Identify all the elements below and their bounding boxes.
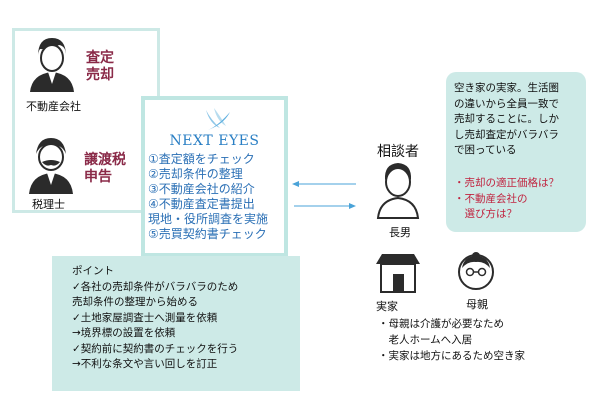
- concerns-list: ・売却の適正価格は？ ・不動産会社の 選び方は？: [454, 176, 559, 223]
- situation-note: ・母親は介護が必要なため: [378, 318, 504, 330]
- situation-line: の違いから全員一致で: [454, 97, 559, 110]
- mother-icon: [458, 252, 494, 290]
- tax-roles: 譲渡税 申告: [84, 152, 126, 186]
- next-eyes-box: NEXT EYES ①査定額をチェック ②売却条件の整理 ③不動産会社の紹介 ④…: [141, 96, 288, 257]
- point-line: ✓土地家屋調査士へ測量を依頼: [72, 311, 218, 324]
- real-estate-agent-icon: [30, 38, 74, 92]
- tax-role-filing: 申告: [84, 169, 112, 185]
- family-home-label: 実家: [376, 300, 398, 313]
- agency-role-appraisal: 査定: [86, 50, 114, 66]
- situation-box: 空き家の実家。生活圏 の違いから全員一致で 売却することに。しか し売却査定がバ…: [446, 72, 586, 232]
- concern-line: ・売却の適正価格は？: [454, 177, 559, 189]
- situation-note: ・実家は地方にあるため空き家: [378, 350, 525, 362]
- point-line: →不利な条文や言い回しを訂正: [72, 358, 218, 370]
- service-item: ③不動産会社の紹介: [148, 182, 255, 196]
- points-heading: ポイント: [72, 265, 114, 277]
- next-eyes-title: NEXT EYES: [169, 133, 260, 149]
- points-box: ポイント ✓各社の売却条件がバラバラのため 売却条件の整理から始める ✓土地家屋…: [52, 256, 300, 391]
- tax-name: 税理士: [32, 198, 65, 211]
- situation-text: 空き家の実家。生活圏 の違いから全員一致で 売却することに。しか し売却査定がバ…: [454, 81, 559, 159]
- situation-notes: ・母親は介護が必要なため 老人ホームへ入居 ・実家は地方にあるため空き家: [378, 316, 525, 364]
- service-list: ①査定額をチェック ②売却条件の整理 ③不動産会社の紹介 ④不動産査定書提出 現…: [148, 152, 268, 242]
- situation-note: 老人ホームへ入居: [378, 334, 473, 346]
- point-line: →境界標の設置を依頼: [72, 327, 176, 339]
- client-title: 相談者: [377, 144, 419, 160]
- concern-line: 選び方は？: [454, 208, 517, 220]
- situation-line: し売却査定がバラバラ: [454, 128, 559, 141]
- situation-line: 空き家の実家。生活圏: [454, 82, 559, 94]
- service-item: ⑤売買契約書チェック: [148, 227, 267, 241]
- tax-accountant-icon: [29, 138, 73, 194]
- points-list: ポイント ✓各社の売却条件がバラバラのため 売却条件の整理から始める ✓土地家屋…: [72, 264, 238, 373]
- service-item: ①査定額をチェック: [148, 152, 255, 166]
- next-eyes-logo-icon: [206, 108, 230, 130]
- mother-label: 母親: [466, 298, 488, 311]
- service-item: ②売却条件の整理: [148, 167, 243, 181]
- point-line: 売却条件の整理から始める: [72, 296, 198, 308]
- point-line: ✓各社の売却条件がバラバラのため: [72, 280, 239, 293]
- tax-role-transfer: 譲渡税: [84, 152, 126, 168]
- agency-name: 不動産会社: [26, 100, 81, 113]
- eldest-son-icon: [376, 163, 420, 219]
- service-item: 現地・役所調査を実施: [148, 212, 269, 226]
- family-home-icon: [376, 254, 420, 293]
- service-item: ④不動産査定書提出: [148, 197, 255, 211]
- agency-role-sale: 売却: [86, 67, 114, 83]
- agency-roles: 査定 売却: [86, 50, 114, 84]
- situation-line: で困っている: [454, 144, 517, 156]
- situation-line: 売却することに。しか: [454, 113, 559, 125]
- concern-line: ・不動産会社の: [454, 192, 528, 205]
- exchange-arrows-icon: [292, 181, 356, 209]
- point-line: ✓契約前に契約書のチェックを行う: [72, 342, 239, 355]
- eldest-son-label: 長男: [389, 226, 411, 239]
